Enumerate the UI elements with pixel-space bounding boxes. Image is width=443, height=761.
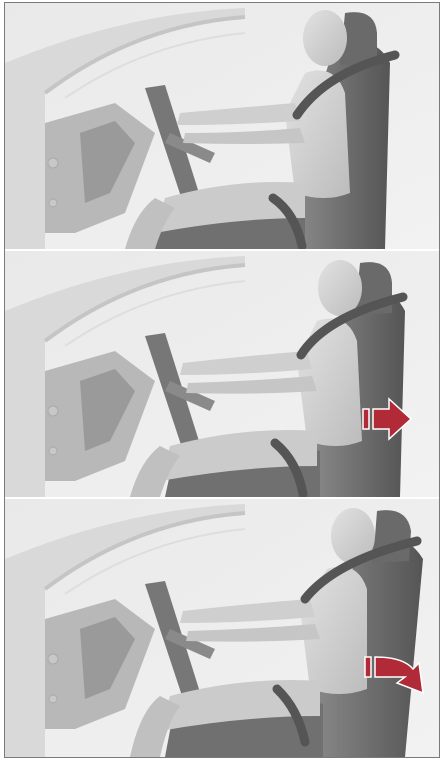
panel-seat-reclined [5,499,439,757]
panel-seat-moved-back [5,251,439,497]
car-interior-scene-2 [5,251,439,497]
car-interior-scene-1 [5,3,439,249]
car-interior-scene-3 [5,499,439,757]
dummy-head [318,260,362,316]
dummy-head [303,10,347,66]
panel-normal-position [5,3,439,249]
seat-adjustment-diagram [4,2,440,758]
